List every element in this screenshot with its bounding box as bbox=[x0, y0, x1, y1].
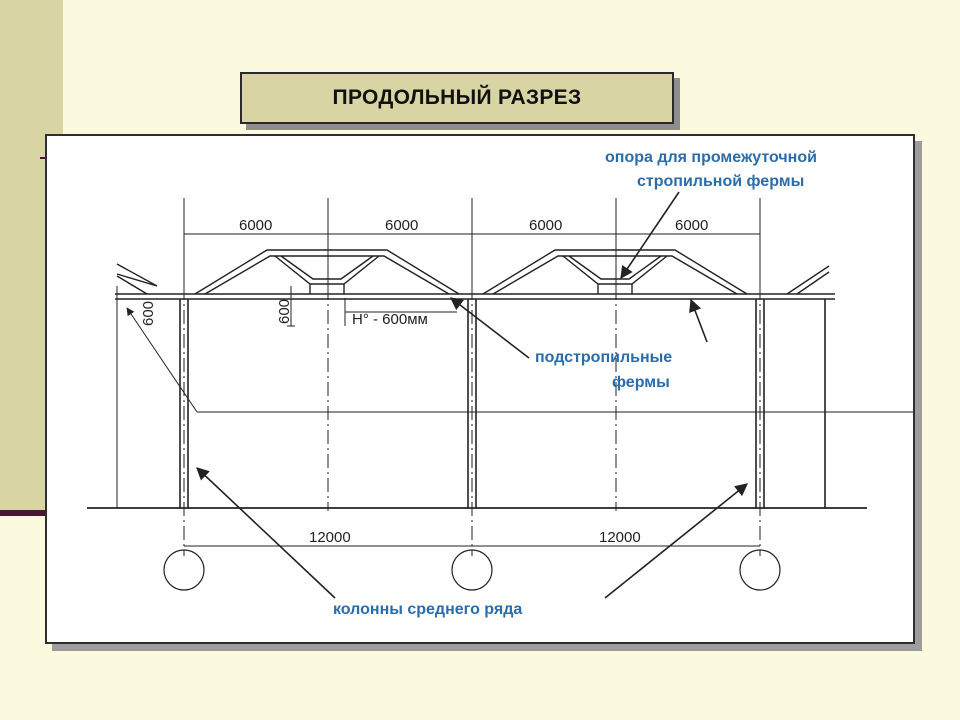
truss-right-partial bbox=[786, 265, 830, 295]
span-dimension-3: 6000 bbox=[529, 217, 562, 234]
sub-trusses-annotation-line2: фермы bbox=[612, 374, 670, 391]
columns-leader-right bbox=[604, 483, 748, 599]
middle-row-columns bbox=[179, 299, 826, 508]
columns-annotation: колонны среднего ряда bbox=[333, 601, 522, 618]
truss-1 bbox=[194, 249, 460, 295]
sub-trusses-leader-right bbox=[689, 298, 708, 343]
axis-lines bbox=[183, 286, 761, 556]
axis-bubble-2 bbox=[451, 549, 493, 591]
top-dimension-chain bbox=[183, 198, 761, 286]
slide-title-box: ПРОДОЛЬНЫЙ РАЗРЕЗ bbox=[240, 72, 674, 124]
span-dimension-1: 6000 bbox=[239, 217, 272, 234]
slide-title: ПРОДОЛЬНЫЙ РАЗРЕЗ bbox=[332, 86, 582, 109]
side-decor-rule bbox=[0, 510, 48, 516]
bay-dimension-1: 12000 bbox=[309, 529, 351, 546]
bay-dimension-2: 12000 bbox=[599, 529, 641, 546]
sub-truss-chord bbox=[115, 293, 835, 300]
columns-leader-left bbox=[196, 467, 336, 599]
truss-height-label: 600 bbox=[276, 299, 293, 324]
span-dimension-2: 6000 bbox=[385, 217, 418, 234]
axis-bubble-3 bbox=[739, 549, 781, 591]
column-height-label: 600 bbox=[140, 301, 157, 326]
truss-left-partial bbox=[116, 263, 158, 295]
sub-trusses-annotation-line1: подстропильные bbox=[535, 349, 672, 366]
truss-2 bbox=[482, 249, 748, 295]
support-annotation-line2: стропильной фермы bbox=[637, 173, 804, 190]
support-annotation-line1: опора для промежуточной bbox=[605, 149, 817, 166]
drawing-frame: 6000 6000 6000 6000 bbox=[45, 134, 915, 644]
truss-height-dimension bbox=[287, 286, 457, 327]
longitudinal-section-drawing: 6000 6000 6000 6000 bbox=[87, 149, 913, 618]
span-dimension-4: 6000 bbox=[675, 217, 708, 234]
sub-trusses-leader-left bbox=[449, 297, 530, 359]
level-leader bbox=[126, 307, 198, 413]
axis-bubble-1 bbox=[163, 549, 205, 591]
height-note: Н° - 600мм bbox=[352, 311, 428, 328]
support-leader-arrow bbox=[620, 191, 680, 280]
